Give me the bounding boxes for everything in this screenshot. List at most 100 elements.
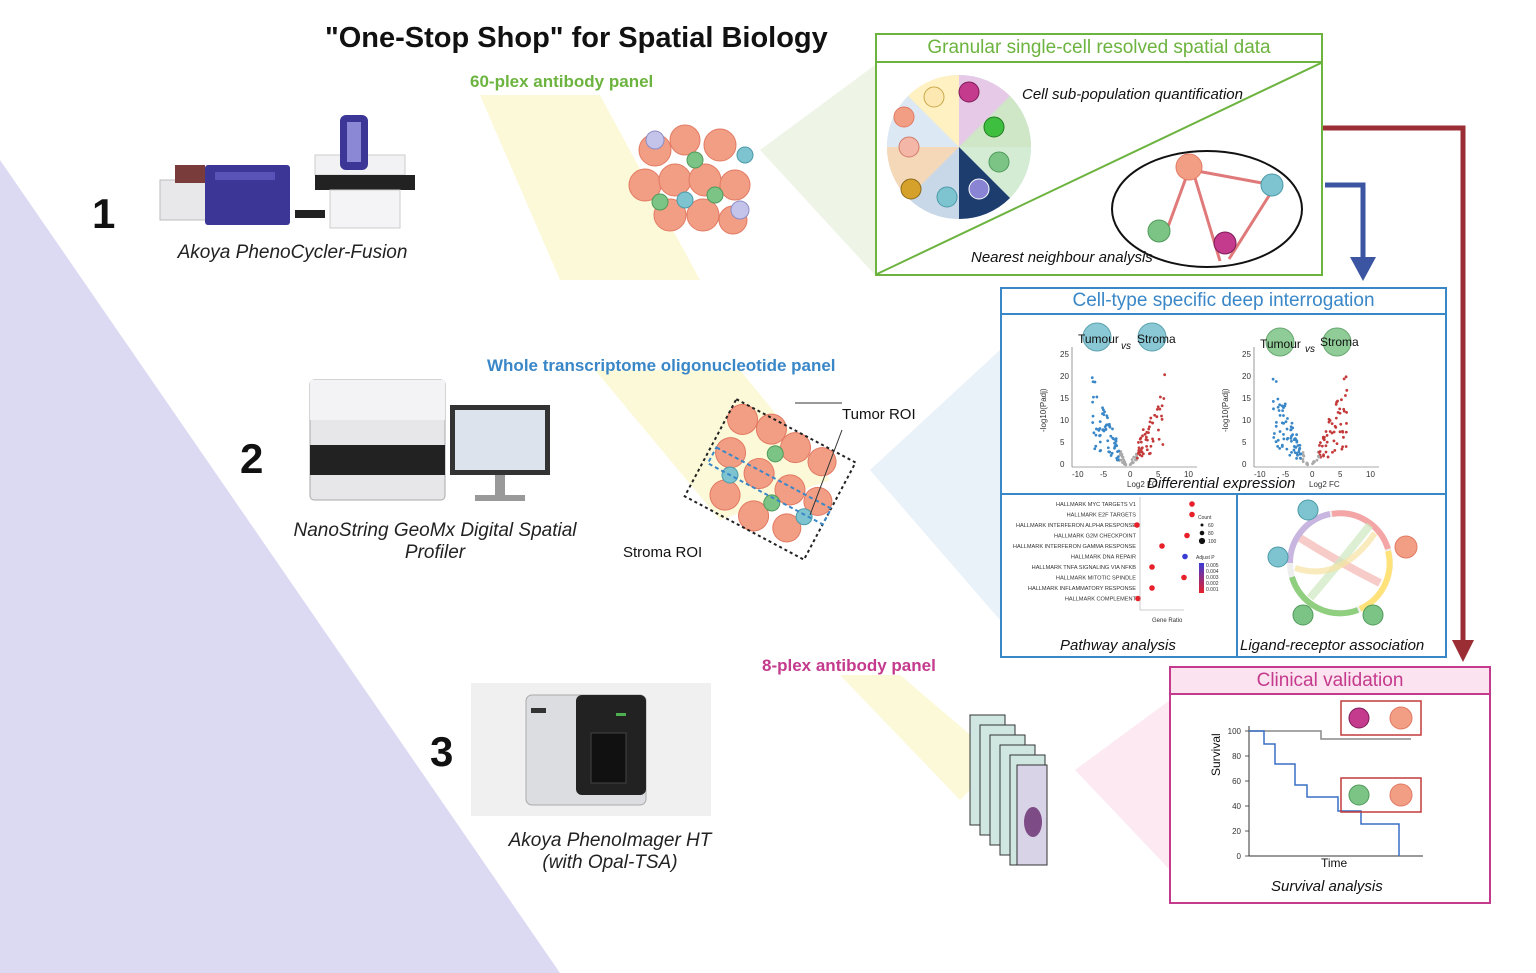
volcano-point: [1094, 433, 1098, 437]
pink-projection: [1075, 700, 1170, 870]
pathway-count-value: 80: [1208, 531, 1214, 537]
volcano-point: [1137, 449, 1141, 452]
step-number-2: 2: [240, 435, 264, 482]
volcano-point: [1324, 444, 1328, 448]
pathway-dot: [1189, 511, 1195, 518]
volcano-point: [1156, 405, 1160, 409]
volcano-point: [1335, 442, 1339, 445]
volcano-point: [1144, 435, 1148, 439]
volcano-point: [1277, 409, 1281, 412]
volcano-point: [1282, 432, 1285, 436]
device-caption-3-line2: (with Opal-TSA): [542, 851, 678, 873]
device-caption-3-line1: Akoya PhenoImager HT: [508, 830, 712, 851]
stroma-roi-label: Stroma ROI: [623, 544, 703, 561]
volcano-point: [1275, 420, 1278, 424]
volcano-point: [1103, 425, 1107, 428]
volcano-point: [1332, 439, 1336, 443]
volcano-point: [1095, 427, 1098, 431]
volcano-point: [1299, 452, 1303, 456]
volcano-point: [1115, 458, 1119, 462]
volcano-ytick: 15: [1060, 394, 1069, 403]
volcano-point: [1332, 430, 1336, 434]
volcano-point: [1316, 454, 1320, 458]
volcano-point: [1278, 446, 1282, 450]
volcano-point: [1321, 435, 1325, 439]
volcano-point: [1276, 397, 1280, 401]
volcano-point: [1148, 451, 1152, 455]
volcano-point: [1109, 434, 1113, 438]
volcano-xtick: -10: [1072, 470, 1084, 479]
volcano-point: [1345, 421, 1348, 425]
pathway-dot: [1135, 595, 1141, 602]
volcano-xtick: 5: [1156, 470, 1161, 479]
volcano-point: [1284, 420, 1288, 424]
volcano-right-vs: vs: [1305, 344, 1315, 355]
volcano-point: [1106, 446, 1110, 450]
volcano-xtick: -5: [1282, 470, 1290, 479]
ligand-receptor-chord: [1267, 499, 1418, 626]
volcano-point: [1101, 412, 1104, 416]
volcano-point: [1282, 414, 1285, 417]
panel-label-8plex: 8-plex antibody panel: [762, 656, 936, 675]
volcano-point: [1344, 430, 1348, 434]
volcano-point: [1145, 448, 1149, 452]
phenoimager-ht-image: [525, 694, 647, 806]
volcano-point: [1135, 456, 1139, 460]
volcano-point: [1140, 446, 1144, 450]
volcano-point: [1296, 444, 1300, 447]
survival-ytick: 100: [1228, 727, 1242, 736]
volcano-point: [1342, 435, 1345, 439]
volcano-point: [1340, 447, 1344, 451]
volcano-point: [1098, 420, 1102, 424]
volcano-point: [1301, 460, 1305, 464]
volcano-left-a: Tumour: [1078, 332, 1119, 346]
volcano-point: [1325, 440, 1329, 444]
volcano-ytick: 10: [1242, 416, 1251, 425]
volcano-point: [1341, 445, 1345, 449]
volcano-point: [1271, 377, 1275, 381]
volcano-point: [1342, 409, 1346, 413]
ligand-receptor-label: Ligand-receptor association: [1240, 637, 1425, 654]
pathway-dot: [1182, 553, 1188, 560]
device-caption-2-line2: Profiler: [404, 541, 466, 563]
pathway-term: HALLMARK G2M CHECKPOINT: [1054, 534, 1137, 540]
volcano-point: [1342, 377, 1346, 381]
panel-label-transcriptome: Whole transcriptome oligonucleotide pane…: [487, 356, 836, 375]
blue-projection: [870, 350, 1000, 620]
volcano-point: [1338, 430, 1342, 434]
slide-stack: [969, 714, 1048, 866]
volcano-point: [1315, 458, 1319, 462]
volcano-point: [1128, 463, 1132, 467]
neighbour-ellipse: [1111, 150, 1303, 268]
volcano-point: [1289, 428, 1293, 432]
volcano-point: [1313, 460, 1316, 464]
volcano-point: [1318, 444, 1321, 447]
pathway-analysis-label: Pathway analysis: [1060, 637, 1176, 654]
volcano-right-a: Tumour: [1260, 337, 1301, 351]
volcano-point: [1116, 455, 1120, 459]
volcano-point: [1155, 415, 1159, 419]
volcano-ytick: 20: [1060, 372, 1069, 381]
volcano-point: [1145, 430, 1149, 434]
volcano-point: [1094, 444, 1098, 448]
volcano-point: [1331, 450, 1334, 454]
phenocycler-fusion-image: [159, 115, 415, 229]
survival-analysis-label: Survival analysis: [1271, 878, 1383, 895]
volcano-point: [1106, 416, 1109, 420]
volcano-point: [1322, 438, 1326, 442]
volcano-point: [1278, 403, 1282, 407]
volcano-point: [1139, 440, 1143, 444]
pathway-dot: [1181, 574, 1187, 581]
volcano-point: [1324, 450, 1328, 454]
volcano-point: [1123, 462, 1127, 466]
volcano-ytick: 5: [1242, 438, 1247, 447]
volcano-point: [1291, 426, 1295, 430]
volcano-point: [1335, 400, 1338, 404]
figure-title: "One-Stop Shop" for Spatial Biology: [325, 22, 828, 54]
step-number-3: 3: [430, 728, 454, 775]
pathway-count-key: [1200, 523, 1204, 527]
volcano-point: [1283, 404, 1287, 408]
